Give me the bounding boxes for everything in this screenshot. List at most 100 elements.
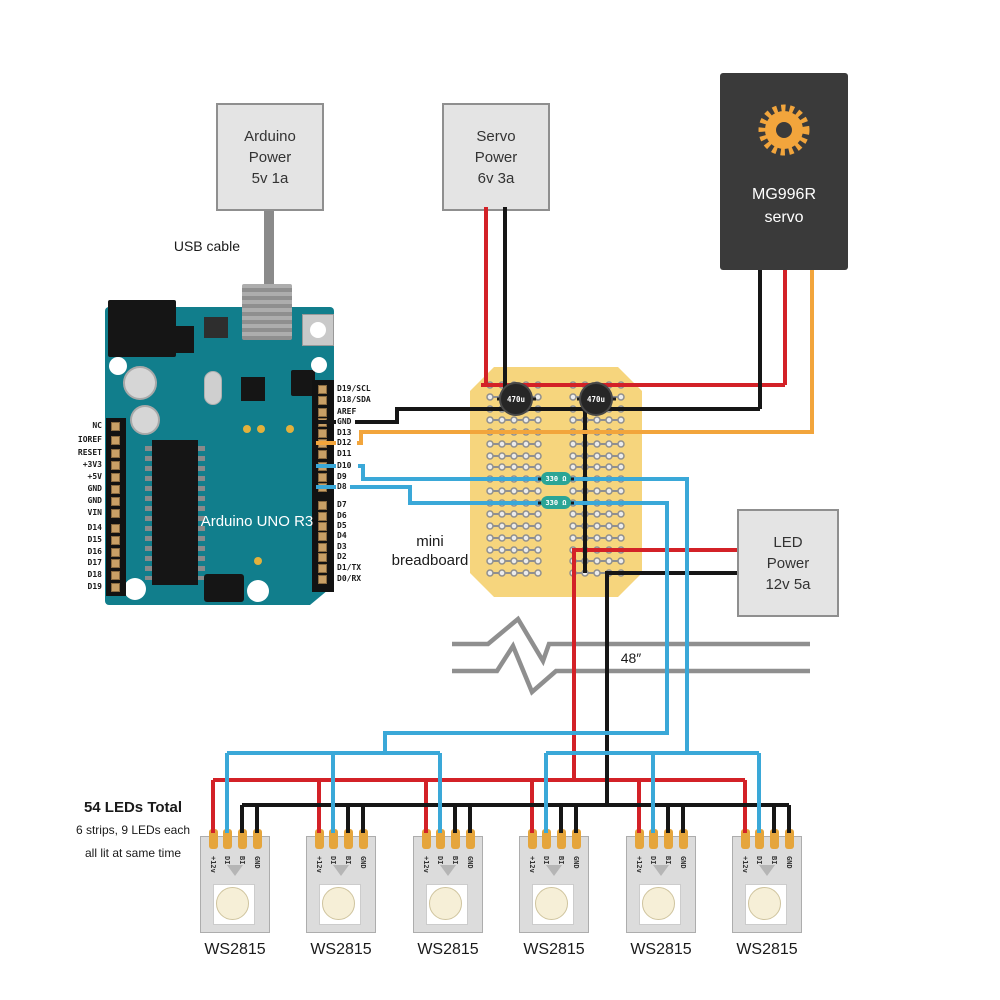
servo-motor: MG996R servo	[720, 73, 848, 270]
pin-label-left: D19	[87, 582, 102, 591]
header-pad	[111, 421, 120, 431]
strip-solder-pad	[663, 829, 673, 849]
power-line: LED	[773, 533, 803, 551]
servo-type: servo	[764, 209, 804, 226]
capacitor-470u: 470u	[579, 382, 613, 416]
strip-pin-label: +12v	[740, 856, 749, 873]
header-pad	[111, 535, 120, 545]
power-line: 6v 3a	[477, 169, 515, 187]
strip-solder-pad	[314, 829, 324, 849]
strip-solder-pad	[450, 829, 460, 849]
pin-label-left: NC	[92, 421, 102, 430]
header-pad	[318, 563, 327, 573]
direction-arrow-icon	[333, 865, 349, 876]
pin-label-right: D10	[337, 461, 352, 470]
strip-solder-pad	[252, 829, 262, 849]
strip-pin-label: GND	[252, 856, 261, 869]
pin-label-right: D18/SDA	[337, 395, 371, 404]
mounting-hole	[109, 357, 127, 375]
strip-solder-pad	[784, 829, 794, 849]
strip-pin-label: BI	[769, 856, 778, 865]
header-pad	[318, 384, 327, 394]
pin-label-right: D8	[337, 482, 347, 491]
header-pad	[318, 552, 327, 562]
strip-solder-pad	[648, 829, 658, 849]
pin-label-right: D1/TX	[337, 563, 362, 572]
header-pad	[318, 438, 327, 448]
header-pad	[111, 523, 120, 533]
strip-pin-label: BI	[343, 856, 352, 865]
strip-pin-label: DI	[328, 856, 337, 865]
strip-solder-pad	[678, 829, 688, 849]
strip-model-label: WS2815	[204, 941, 266, 958]
strip-pin-label: BI	[663, 856, 672, 865]
strip-pin-label: DI	[754, 856, 763, 865]
leds-total-sub1: 6 strips, 9 LEDs each	[75, 823, 191, 837]
strip-solder-pad	[208, 829, 218, 849]
header-pad	[318, 449, 327, 459]
pin-label-left: D14	[87, 523, 102, 532]
strip-pin-label: DI	[541, 856, 550, 865]
strip-pin-label: BI	[450, 856, 459, 865]
usb-cable-label: USB cable	[173, 238, 240, 254]
atmega-chip	[152, 440, 198, 585]
strip-pin-label: DI	[222, 856, 231, 865]
strip-pin-label: +12v	[421, 856, 430, 873]
strip-solder-pad	[571, 829, 581, 849]
strip-solder-pad	[328, 829, 338, 849]
strip-pin-label: DI	[435, 856, 444, 865]
usb-connector	[242, 284, 292, 340]
header-pad	[111, 484, 120, 494]
resistor-330ohm: 330 Ω	[541, 496, 571, 509]
cable-length-label: 48″	[620, 650, 642, 666]
board-name: Arduino UNO R3	[200, 513, 314, 530]
strip-pin-label: GND	[358, 856, 367, 869]
power-line: Power	[248, 148, 292, 166]
gear-icon	[758, 104, 810, 156]
pin-label-right: D9	[337, 472, 347, 481]
pin-label-left: +5V	[87, 472, 102, 481]
header-pad	[111, 448, 120, 458]
power-line: Servo	[476, 127, 516, 145]
strip-solder-pad	[343, 829, 353, 849]
strip-solder-pad	[769, 829, 779, 849]
pin-label-left: RESET	[77, 448, 102, 457]
strip-solder-pad	[465, 829, 475, 849]
strip-solder-pad	[740, 829, 750, 849]
strip-pin-label: GND	[678, 856, 687, 869]
header-pad	[318, 500, 327, 510]
header-pad	[111, 558, 120, 568]
capacitor-470u: 470u	[499, 382, 533, 416]
strip-pin-label: +12v	[314, 856, 323, 873]
pin-label-right: D6	[337, 511, 347, 520]
led-indicator	[286, 425, 294, 433]
power-line: Arduino	[244, 127, 296, 145]
direction-arrow-icon	[440, 865, 456, 876]
atmega-pins-right	[198, 446, 205, 580]
pin-header-left	[106, 418, 126, 596]
strip-pin-label: +12v	[634, 856, 643, 873]
breadboard-label-line: mini	[416, 533, 444, 550]
misc-chip	[204, 317, 228, 338]
header-pad	[318, 521, 327, 531]
mounting-hole	[311, 357, 327, 373]
atmega-pins-left	[145, 446, 152, 580]
header-pad	[111, 496, 120, 506]
direction-arrow-icon	[546, 865, 562, 876]
header-pad	[111, 435, 120, 445]
direction-arrow-icon	[653, 865, 669, 876]
strip-solder-pad	[237, 829, 247, 849]
pin-label-right: D19/SCL	[337, 384, 371, 393]
header-pad	[318, 511, 327, 521]
strip-model-label: WS2815	[523, 941, 585, 958]
strip-pin-label: GND	[465, 856, 474, 869]
arduino-power-supply: Arduino Power 5v 1a	[216, 103, 324, 211]
strip-solder-pad	[754, 829, 764, 849]
led-indicator	[257, 425, 265, 433]
strip-pin-label: BI	[237, 856, 246, 865]
strip-solder-pad	[421, 829, 431, 849]
